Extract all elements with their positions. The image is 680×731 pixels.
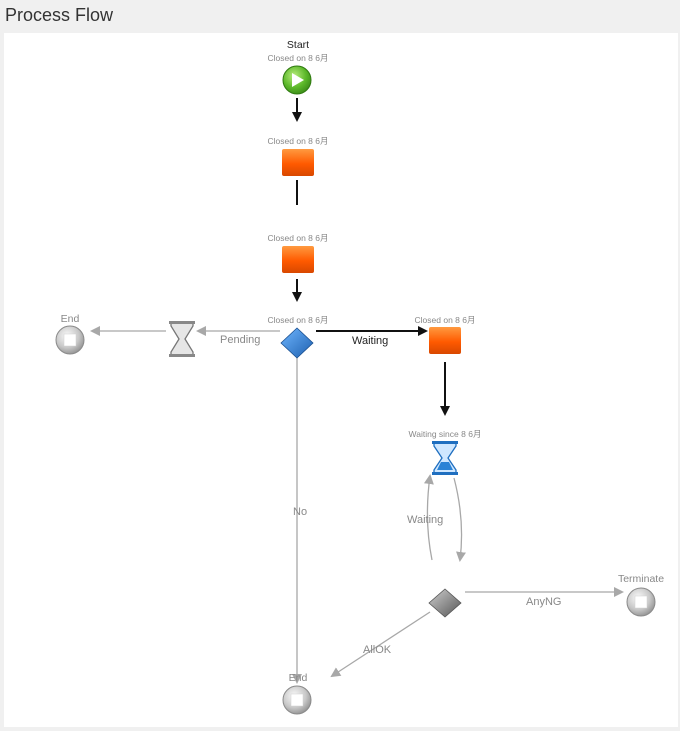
page-title: Process Flow bbox=[5, 5, 114, 25]
task1-box bbox=[282, 149, 314, 176]
gateway-node-1[interactable]: Closed on 8 6月 bbox=[268, 315, 329, 359]
start-label: Start bbox=[287, 39, 309, 51]
task2-status: Closed on 8 6月 bbox=[268, 233, 329, 243]
task3-box bbox=[429, 327, 461, 354]
diagram-canvas bbox=[4, 33, 678, 727]
task3-status: Closed on 8 6月 bbox=[415, 315, 476, 325]
task1-status: Closed on 8 6月 bbox=[268, 136, 329, 146]
edge-label-anyng: AnyNG bbox=[526, 596, 561, 608]
hourglass-icon bbox=[170, 322, 194, 356]
task2-box bbox=[282, 246, 314, 273]
edge-gateway2-end-bottom bbox=[330, 611, 431, 678]
edge-label-no: No bbox=[293, 506, 307, 518]
end-node-bottom[interactable]: End bbox=[282, 672, 312, 715]
edge-loop-down bbox=[453, 477, 466, 562]
gateway2-diamond bbox=[428, 588, 462, 618]
edge-label-pending: Pending bbox=[220, 334, 260, 346]
task-node-2[interactable]: Closed on 8 6月 bbox=[268, 233, 329, 273]
terminate-node[interactable]: Terminate bbox=[618, 573, 664, 617]
hourglass-sand bbox=[437, 462, 453, 470]
panel-header: Process Flow bbox=[0, 0, 680, 32]
hourglass-top-cap bbox=[169, 321, 195, 324]
timer-node-right[interactable]: Waiting since 8 6月 bbox=[409, 429, 482, 475]
stop-icon bbox=[290, 693, 304, 707]
edge-label-allok: AllOK bbox=[363, 644, 392, 656]
terminate-label: Terminate bbox=[618, 573, 664, 585]
edge-label-waiting-loop: Waiting bbox=[407, 514, 443, 526]
end-node-left[interactable]: End bbox=[55, 313, 85, 355]
task-node-3[interactable]: Closed on 8 6月 bbox=[415, 315, 476, 354]
wait-right-status: Waiting since 8 6月 bbox=[409, 429, 482, 439]
stop-icon bbox=[634, 595, 648, 609]
play-icon bbox=[292, 73, 304, 87]
end-left-label: End bbox=[61, 313, 80, 325]
edge-loop-up bbox=[423, 474, 434, 561]
hourglass-waiting-bottom-cap bbox=[432, 472, 458, 475]
hourglass-bottom-cap bbox=[169, 354, 195, 357]
gateway-node-2[interactable] bbox=[428, 588, 462, 618]
gateway1-diamond bbox=[280, 327, 314, 359]
start-node[interactable]: Start Closed on 8 6月 bbox=[268, 39, 329, 95]
timer-node-left[interactable] bbox=[169, 321, 195, 357]
edge-label-waiting: Waiting bbox=[352, 335, 388, 347]
task-node-1[interactable]: Closed on 8 6月 bbox=[268, 136, 329, 176]
end-bottom-label: End bbox=[289, 672, 308, 684]
start-status: Closed on 8 6月 bbox=[268, 53, 329, 63]
edges bbox=[90, 98, 624, 684]
gateway1-status: Closed on 8 6月 bbox=[268, 315, 329, 325]
hourglass-waiting-top-cap bbox=[432, 441, 458, 444]
stop-icon bbox=[63, 333, 77, 347]
